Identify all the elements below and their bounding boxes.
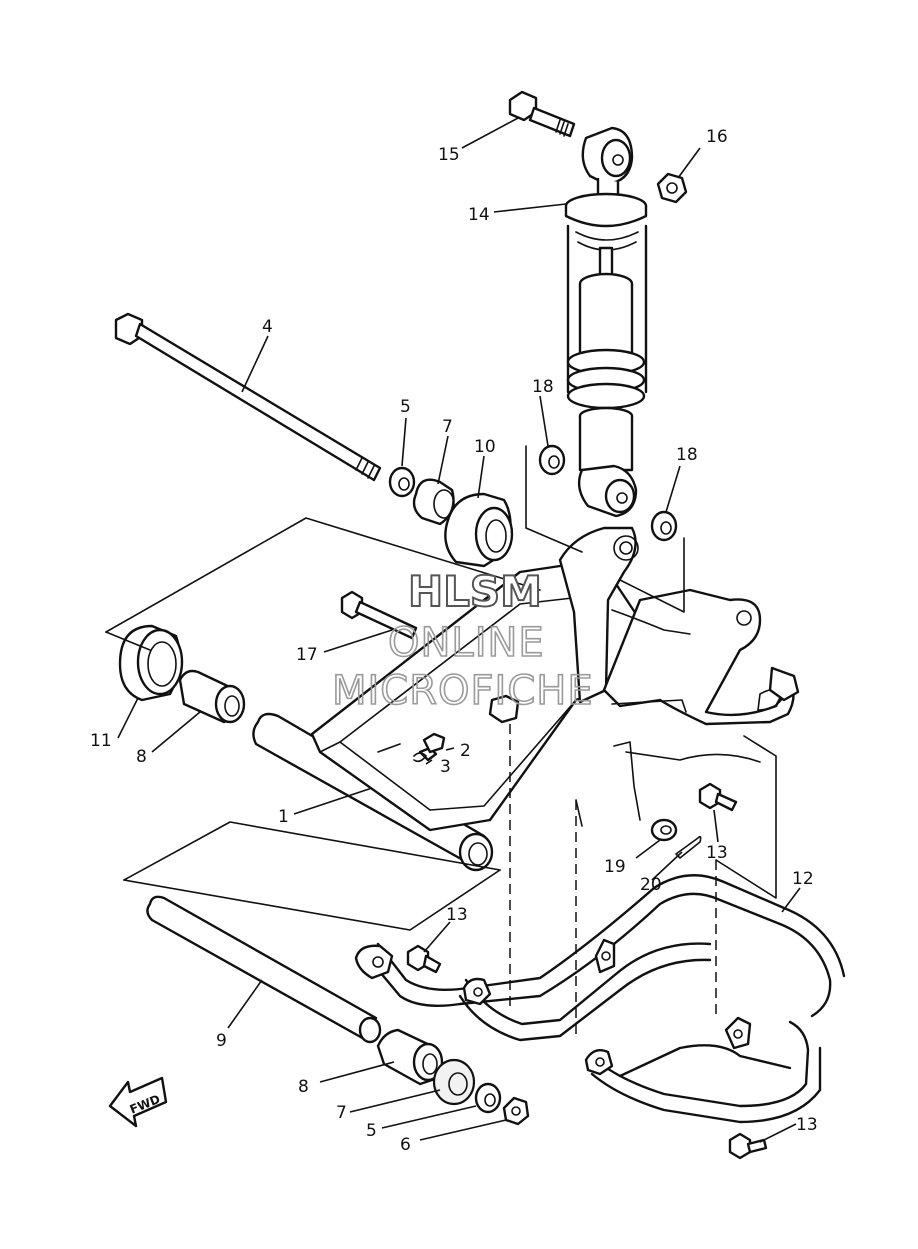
tube-icon[interactable] [146,895,382,1044]
callout-13-bottom: 13 [796,1115,818,1135]
callout-6: 6 [400,1135,411,1155]
assembly-reference-lines [105,445,777,1040]
callout-5-upper: 5 [400,397,411,417]
callout-17: 17 [296,645,318,665]
callout-labels: 15 16 14 4 5 7 10 18 18 17 11 8 2 3 1 19… [90,127,818,1155]
callout-7-lower: 7 [336,1103,347,1123]
callout-8-lower: 8 [298,1077,309,1097]
flange-bolt-icon[interactable] [698,782,738,812]
callout-12: 12 [792,869,814,889]
callout-10: 10 [474,437,496,457]
callout-9: 9 [216,1031,227,1051]
callout-11: 11 [90,731,112,751]
spacer-washer-icon[interactable] [650,510,678,542]
upper-nut-icon[interactable] [656,172,688,204]
fwd-arrow-icon: FWD [108,1076,168,1128]
bushing-icon[interactable] [432,1058,476,1106]
callout-3: 3 [440,757,451,777]
callout-13-left: 13 [446,905,468,925]
cotter-pin-icon[interactable] [675,835,702,859]
plain-washer-icon[interactable] [650,818,678,842]
spacer-washer-icon[interactable] [538,444,566,476]
washer-icon[interactable] [474,1082,502,1114]
collar-icon[interactable] [178,669,246,724]
retaining-clip-icon[interactable] [413,752,427,763]
pivot-shaft-bolt-icon[interactable] [114,312,382,482]
callout-18-right: 18 [676,445,698,465]
watermark-line-3: MICROFICHE [332,668,594,714]
callout-2: 2 [460,741,471,761]
washer-icon[interactable] [388,466,416,498]
guard-bar-icon[interactable] [354,874,846,1124]
callout-4: 4 [262,317,273,337]
upper-bolt-icon[interactable] [508,90,576,138]
callout-18-left: 18 [532,377,554,397]
grease-nipple-icon[interactable] [422,732,446,754]
leader-lines [117,117,801,1143]
watermark-line-2: ONLINE [388,620,545,666]
bolt-icon[interactable] [340,590,418,640]
flange-bolt-icon[interactable] [728,1132,768,1160]
nut-icon[interactable] [502,1096,530,1126]
callout-14: 14 [468,205,490,225]
callout-8-upper: 8 [136,747,147,767]
callout-16: 16 [706,127,728,147]
flange-bolt-icon[interactable] [406,944,442,974]
callout-13-right: 13 [706,843,728,863]
bearing-housing-icon[interactable] [444,492,514,568]
callout-20: 20 [640,875,662,895]
watermark: HLSM ONLINE MICROFICHE [331,566,594,715]
callout-15: 15 [438,145,460,165]
callout-1: 1 [278,807,289,827]
shock-absorber-icon[interactable] [564,126,648,518]
watermark-line-1: HLSM [408,567,542,616]
callout-5-lower: 5 [366,1121,377,1141]
collar-icon[interactable] [376,1028,444,1086]
callout-19: 19 [604,857,626,877]
callout-7-upper: 7 [442,417,453,437]
bearing-ring-icon[interactable] [118,624,184,702]
